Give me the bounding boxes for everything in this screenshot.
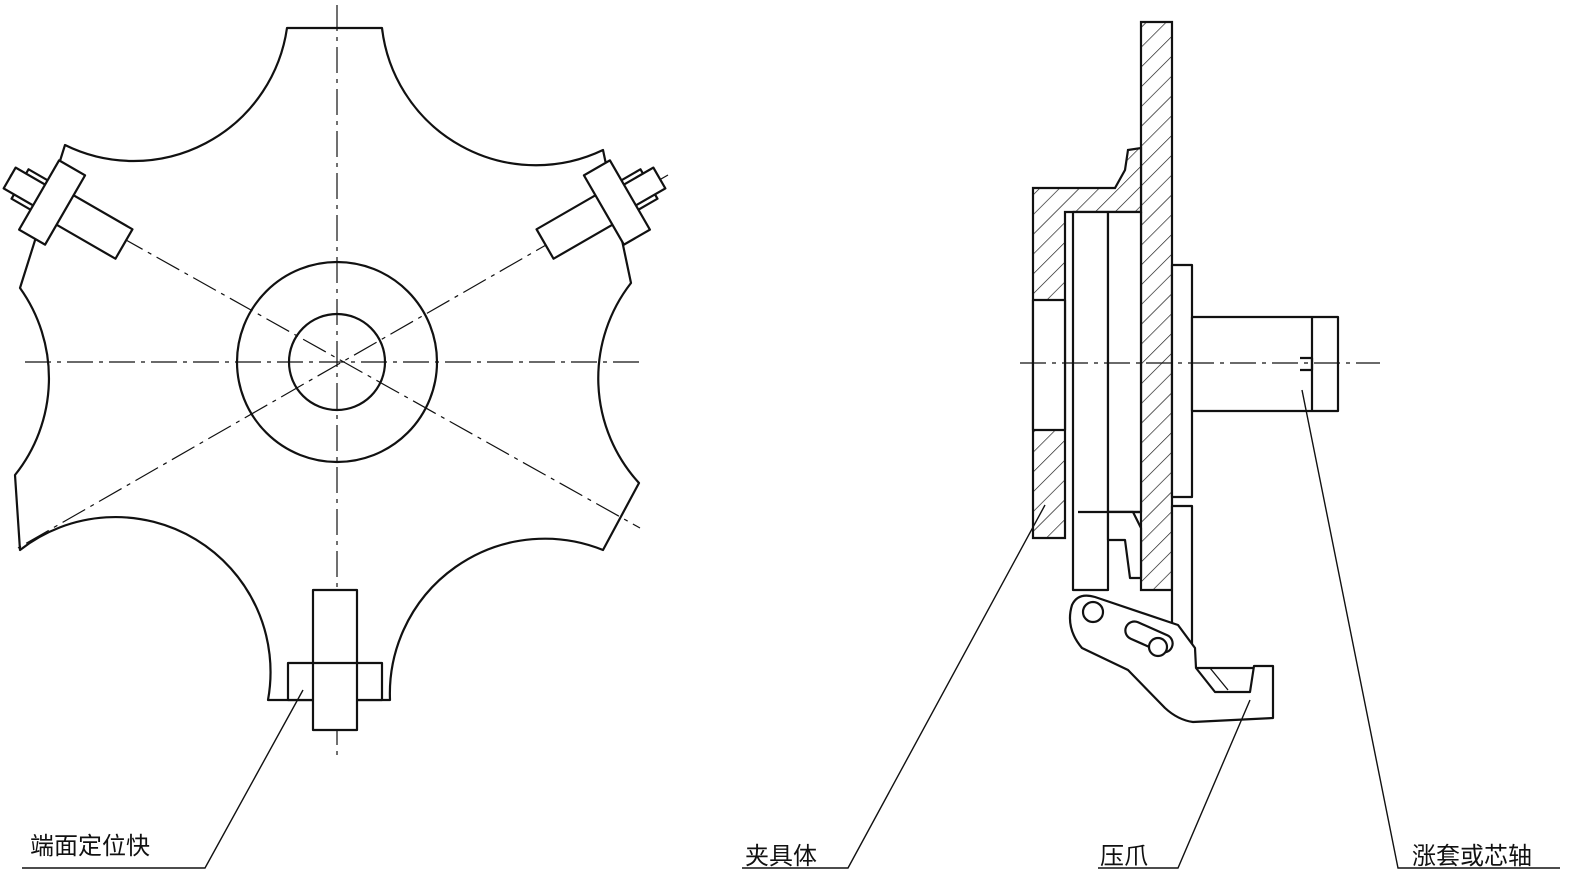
label-expansion-sleeve-or-mandrel: 涨套或芯轴 <box>1412 842 1532 870</box>
label-fixture-body: 夹具体 <box>745 842 817 870</box>
claw-pivot-pin <box>1081 600 1105 624</box>
locating-block-upper-left <box>2 159 134 260</box>
fixture-body-window <box>1031 298 1067 432</box>
leader-mandrel <box>1301 389 1560 869</box>
claw-slot-pin <box>1147 636 1169 658</box>
stepped-hub-upper <box>1170 263 1194 499</box>
fixture-body-section <box>1031 146 1143 540</box>
label-clamp-claw: 压爪 <box>1100 842 1148 870</box>
base-plate-section <box>1139 20 1174 592</box>
leader-fixture-body <box>742 504 1046 869</box>
inner-rod-right <box>1106 210 1143 514</box>
locating-block-upper-right <box>535 159 667 260</box>
inner-rod-left <box>1071 210 1110 592</box>
leader-end-locating-block <box>22 689 304 869</box>
locating-block-bottom <box>286 588 384 732</box>
clamp-claw <box>1068 594 1275 724</box>
mandrel-shaft <box>1190 315 1340 413</box>
label-end-locating-block: 端面定位快 <box>30 832 150 860</box>
section-view <box>742 20 1560 869</box>
centerline-diagonal-left <box>9 174 641 529</box>
front-view <box>2 5 669 869</box>
leader-clamp-claw <box>1098 699 1251 869</box>
